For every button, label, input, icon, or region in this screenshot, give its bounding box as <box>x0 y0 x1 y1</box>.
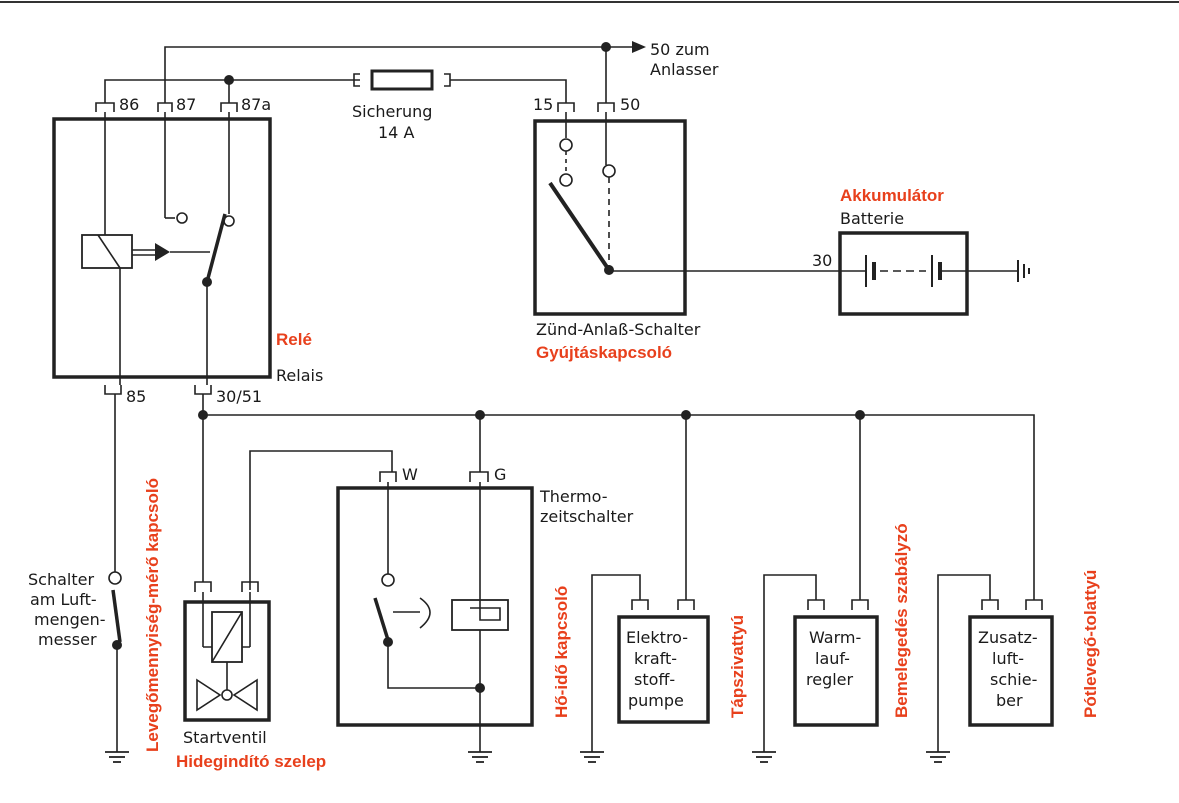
relay-pin-87: 87 <box>176 95 196 114</box>
start-valve-label-hu: Hidegindító szelep <box>176 752 326 771</box>
pump-label-hu: Tápszivattyú <box>728 615 747 718</box>
thermo-pin-w: W <box>402 465 418 484</box>
airflow-line-4: messer <box>38 630 97 649</box>
ignition-label-hu: Gyújtáskapcsoló <box>536 343 672 362</box>
pump-line-2: kraft- <box>634 649 677 668</box>
ignition-pin-50: 50 <box>620 95 640 114</box>
warmup-regulator <box>752 574 879 763</box>
aux-air-line-4: ber <box>996 691 1023 710</box>
fuse-rating: 14 A <box>378 123 414 142</box>
thermo-line-1: Thermo- <box>539 487 608 506</box>
relay-label-hu: Relé <box>276 330 312 349</box>
start-valve-label-de: Startventil <box>183 728 267 747</box>
warmup-line-1: Warm- <box>809 628 861 647</box>
aux-air-valve <box>926 574 1054 763</box>
airflow-label-hu: Levegőmennyiség-mérő kapcsoló <box>143 478 162 752</box>
battery <box>838 231 1030 316</box>
aux-air-line-3: schie- <box>990 670 1037 689</box>
airflow-switch <box>105 394 129 763</box>
anlasser-label-1: 50 zum <box>650 40 710 59</box>
battery-terminal: 30 <box>812 251 832 270</box>
aux-air-line-1: Zusatz- <box>978 628 1038 647</box>
relay <box>52 102 272 395</box>
ignition-pin-15: 15 <box>533 95 553 114</box>
fuse <box>353 69 451 91</box>
thermo-label-hu: Hő-idő kapcsoló <box>552 586 571 718</box>
top-wires <box>104 41 646 103</box>
fuse-label: Sicherung <box>352 102 432 121</box>
relay-pin-3051: 30/51 <box>216 387 262 406</box>
relay-label-de: Relais <box>276 366 323 385</box>
ignition-label-de: Zünd-Anlaß-Schalter <box>536 320 701 339</box>
relay-pin-87a: 87a <box>241 95 271 114</box>
thermo-line-2: zeitschalter <box>540 507 634 526</box>
pump-line-4: pumpe <box>628 691 684 710</box>
thermo-switch <box>336 471 534 763</box>
start-valve <box>183 450 393 722</box>
pump-line-1: Elektro- <box>626 628 688 647</box>
anlasser-label-2: Anlasser <box>650 60 719 79</box>
main-bus <box>198 394 1035 600</box>
warmup-line-3: regler <box>806 670 854 689</box>
aux-air-label-hu: Pótlevegő-tolattyú <box>1081 570 1100 718</box>
relay-pin-86: 86 <box>119 95 139 114</box>
airflow-line-2: am Luft- <box>30 590 97 609</box>
relay-pin-85: 85 <box>126 387 146 406</box>
airflow-line-3: mengen- <box>34 610 105 629</box>
warmup-label-hu: Bemelegedés szabályzó <box>892 523 911 718</box>
battery-label-de: Batterie <box>840 209 904 228</box>
thermo-pin-g: G <box>494 465 506 484</box>
ignition-switch <box>533 102 843 316</box>
aux-air-line-2: luft- <box>992 649 1024 668</box>
pump-line-3: stoff- <box>634 670 675 689</box>
fuel-pump <box>580 574 710 763</box>
warmup-line-2: lauf- <box>815 649 850 668</box>
battery-label-hu: Akkumulátor <box>840 186 944 205</box>
airflow-line-1: Schalter <box>28 570 94 589</box>
